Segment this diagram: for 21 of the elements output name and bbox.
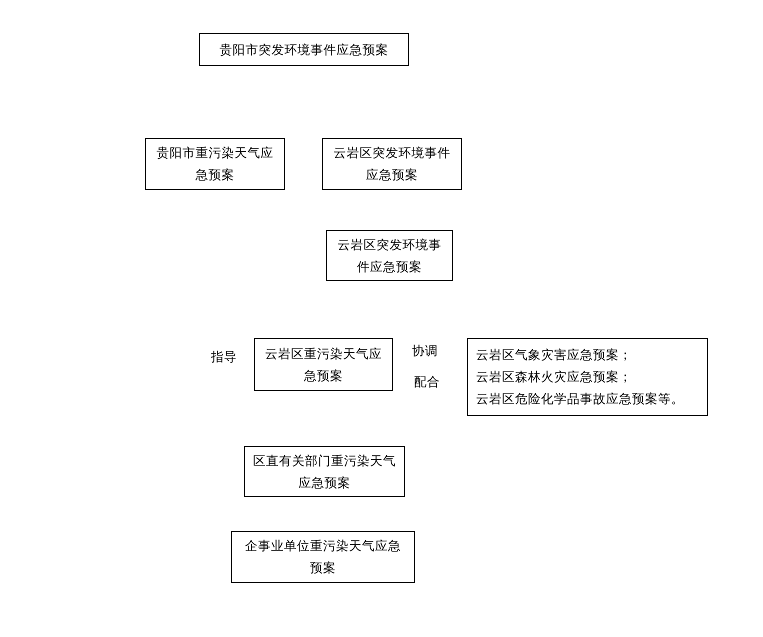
relation-label: 协调: [412, 342, 438, 360]
relation-label: 指导: [211, 348, 237, 366]
plan-box: [322, 138, 462, 190]
plan-title: 贵阳市重污染天气应急预案: [156, 144, 274, 184]
plan-title: 云岩区气象灾害应急预案；: [476, 346, 632, 364]
plan-title: 云岩区森林火灾应急预案；: [476, 368, 632, 386]
plan-title: 区直有关部门重污染天气应急预案: [253, 452, 396, 492]
plan-title: 云岩区突发环境事件应急预案: [336, 236, 442, 276]
plan-box: [326, 230, 453, 281]
plan-title: 云岩区突发环境事件应急预案: [332, 144, 452, 184]
plan-box: [467, 338, 708, 416]
plan-box: [244, 446, 405, 497]
plan-box: [199, 33, 409, 66]
plan-title: 云岩区危险化学品事故应急预案等。: [476, 390, 684, 408]
plan-title: 企事业单位重污染天气应急预案: [244, 537, 402, 577]
plan-box: [254, 338, 393, 391]
plan-title: 云岩区重污染天气应急预案: [264, 344, 383, 384]
plan-title: 贵阳市突发环境事件应急预案: [220, 40, 388, 58]
plan-box: [231, 531, 415, 583]
plan-box: [145, 138, 285, 190]
relation-label: 配合: [414, 373, 440, 391]
